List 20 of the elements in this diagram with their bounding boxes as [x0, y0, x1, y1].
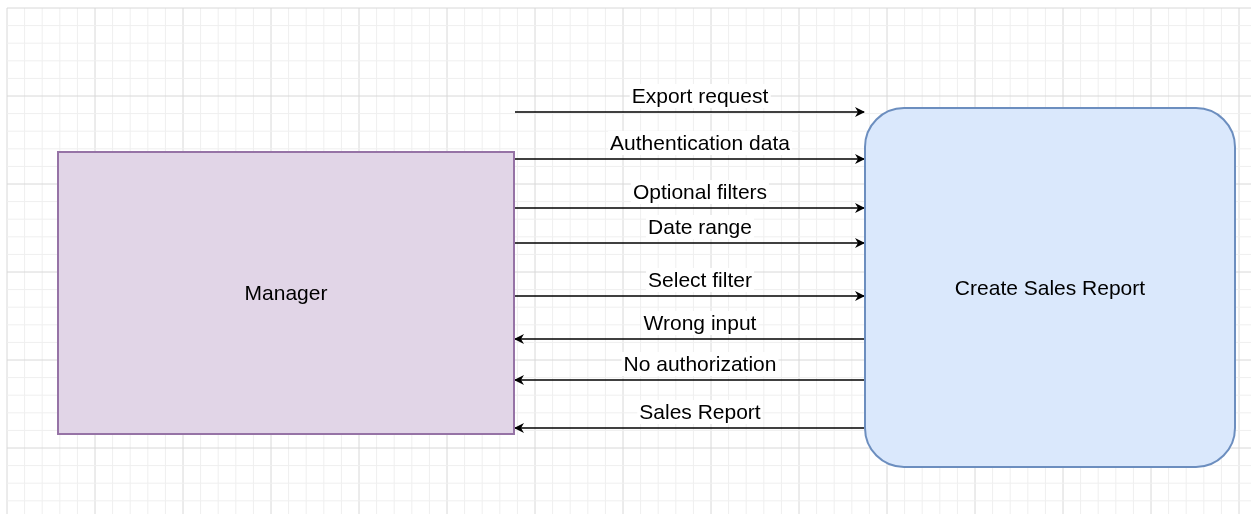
arrow: [514, 203, 865, 213]
node-label: Create Sales Report: [954, 275, 1146, 300]
arrow: [514, 423, 865, 433]
arrow: [514, 375, 865, 385]
edge-label: Export request: [629, 84, 771, 108]
arrow: [514, 107, 865, 117]
edge-label: Sales Report: [637, 400, 763, 424]
edge-label: Wrong input: [641, 311, 759, 335]
edge-label: Date range: [646, 215, 754, 239]
edge-label: Authentication data: [608, 131, 792, 155]
edge-label: Optional filters: [630, 180, 770, 204]
arrow: [514, 291, 865, 301]
process-box: [864, 107, 1236, 468]
arrow: [514, 154, 865, 164]
edge-label: Select filter: [646, 268, 754, 292]
arrow: [514, 238, 865, 248]
arrow: [514, 334, 865, 344]
node-label: Manager: [244, 281, 328, 305]
actor-box: [57, 151, 515, 435]
edge-label: No authorization: [621, 352, 779, 376]
